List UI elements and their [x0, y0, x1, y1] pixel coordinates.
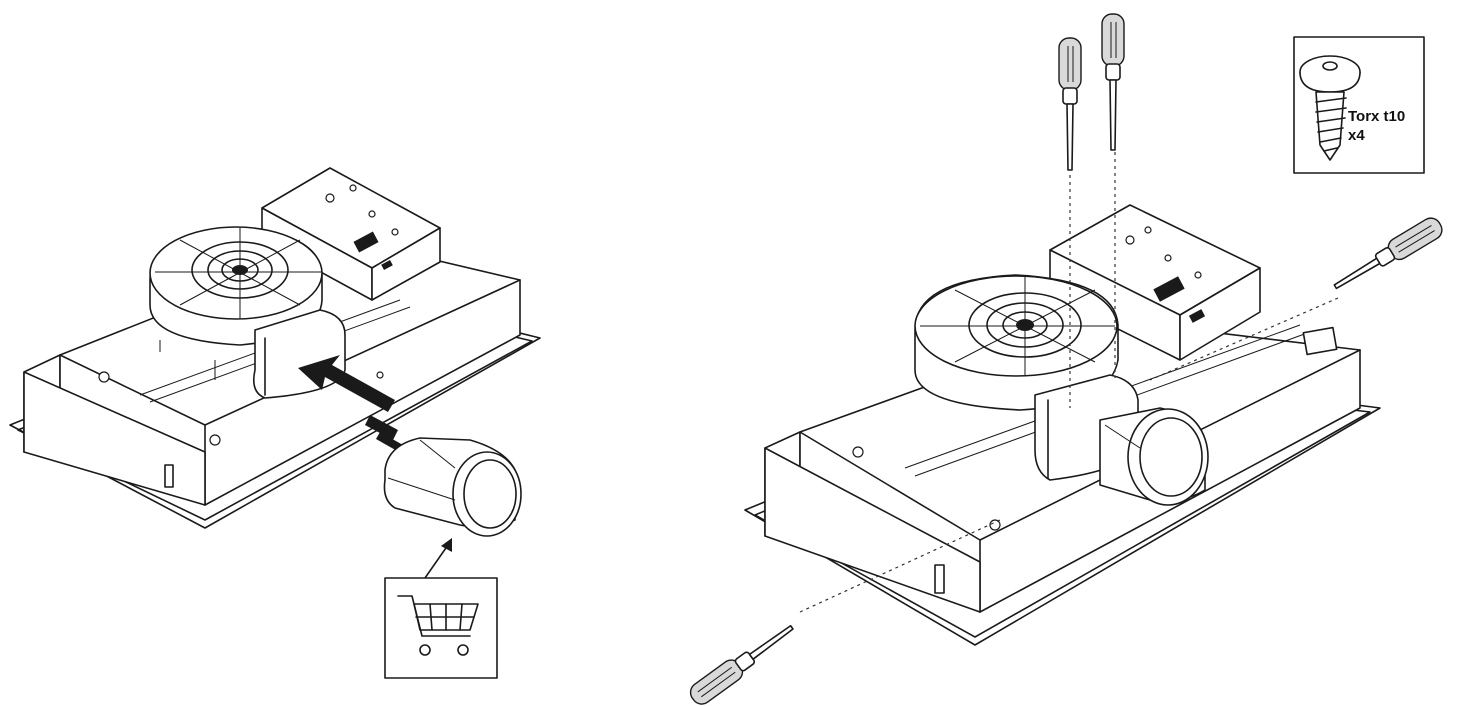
screw-guide-lines [799, 152, 1339, 613]
accessory-cart-box [384, 577, 498, 679]
duct-adapter-icon [383, 437, 522, 537]
right-step-screw-adapter: Torx t10 x4 [689, 13, 1443, 705]
right-blower-fan [914, 274, 1139, 481]
screw-count-label: x4 [1348, 127, 1365, 144]
screw-type-label: Torx t10 [1348, 108, 1405, 125]
screwdriver-top-left [1058, 37, 1082, 171]
screwdriver-top-right [1101, 13, 1125, 151]
cart-pointer-arrow [424, 538, 452, 579]
screwdriver-right [1333, 217, 1443, 290]
left-control-box [261, 167, 441, 301]
shopping-cart-icon [397, 595, 479, 656]
screw-spec-box: Torx t10 x4 [1293, 36, 1425, 174]
mounted-duct-adapter [1099, 407, 1209, 506]
torx-screw-icon [1299, 55, 1361, 161]
right-control-box [1049, 204, 1261, 361]
insert-arrow-icon [298, 355, 403, 452]
screwdriver-bottom-left [689, 624, 794, 705]
screwdriver-icon [689, 13, 1443, 705]
left-step-attach-adapter [9, 167, 541, 679]
